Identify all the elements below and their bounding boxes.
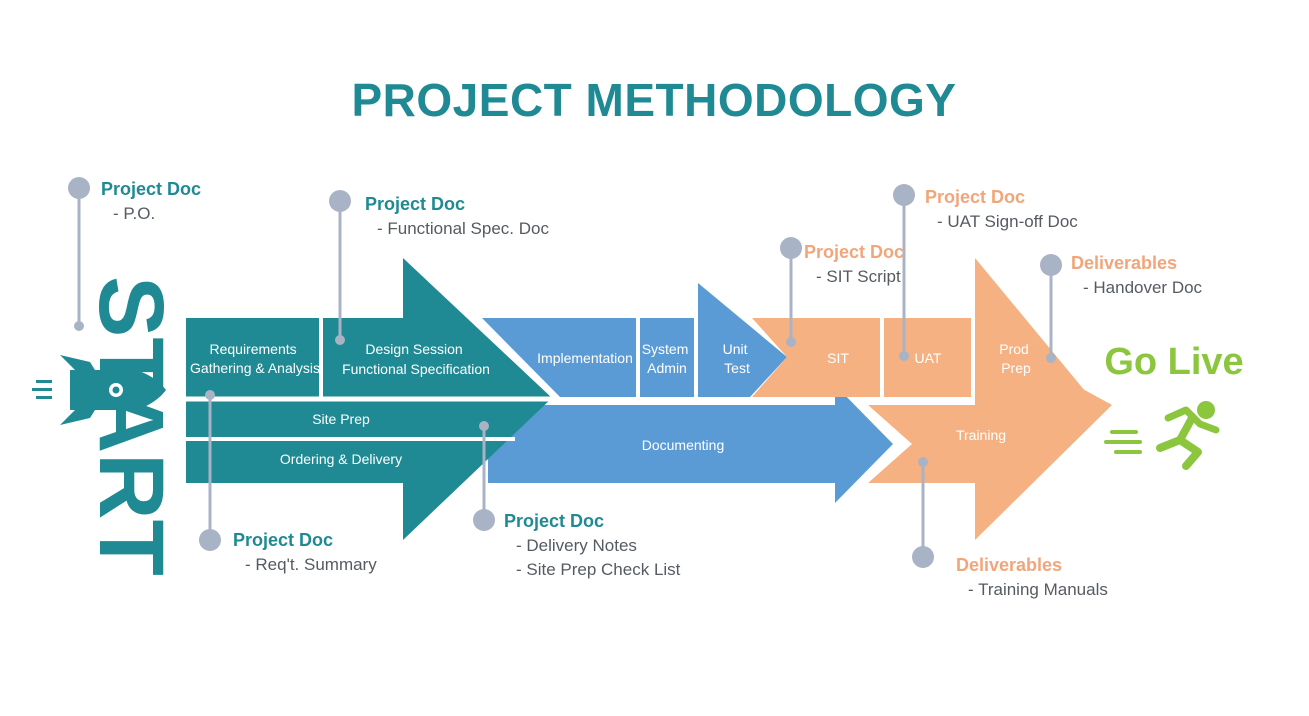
stage-training: Training — [956, 427, 1006, 443]
stage-system-admin: System Admin — [642, 341, 693, 376]
system-admin-segment — [640, 318, 694, 397]
callout-line: - Site Prep Check List — [516, 560, 681, 579]
callout-line: - Req't. Summary — [245, 555, 377, 574]
callout-heading: Project Doc — [925, 187, 1025, 207]
stage-documenting: Documenting — [642, 437, 725, 453]
stage-implementation: Implementation — [537, 350, 633, 366]
callout-line: - Delivery Notes — [516, 536, 637, 555]
callout-line: - SIT Script — [816, 267, 901, 286]
callout-heading: Project Doc — [504, 511, 604, 531]
pin-po — [68, 177, 90, 331]
callout-sit-script: Project Doc - SIT Script — [804, 242, 904, 286]
stage-site-prep: Site Prep — [312, 411, 370, 427]
stage-uat: UAT — [915, 350, 942, 366]
stage-requirements: Requirements Gathering & Analysis — [190, 341, 320, 376]
pin-delivery-notes — [473, 421, 495, 531]
sit-segment — [752, 318, 880, 397]
callout-line: - Functional Spec. Doc — [377, 219, 549, 238]
callout-line: - Training Manuals — [968, 580, 1108, 599]
prod-prep-segment — [975, 258, 1090, 397]
stage-sit: SIT — [827, 350, 849, 366]
pin-uat-signoff — [893, 184, 915, 361]
page-title: PROJECT METHODOLOGY — [352, 74, 957, 126]
callout-req-summary: Project Doc - Req't. Summary — [233, 530, 377, 574]
callout-heading: Deliverables — [1071, 253, 1177, 273]
documenting-arrow — [488, 385, 893, 503]
callout-heading: Project Doc — [365, 194, 465, 214]
pin-training-manuals — [912, 457, 934, 568]
pin-functional-spec — [329, 190, 351, 345]
pin-handover — [1040, 254, 1062, 363]
stage-unit-test: Unit Test — [723, 341, 752, 376]
start-label: START — [80, 276, 182, 576]
callout-line: - Handover Doc — [1083, 278, 1203, 297]
callout-line: - P.O. — [113, 204, 155, 223]
callout-heading: Project Doc — [233, 530, 333, 550]
stage-ordering-delivery: Ordering & Delivery — [280, 451, 402, 467]
rocket-icon — [32, 355, 166, 425]
callout-handover: Deliverables - Handover Doc — [1071, 253, 1203, 297]
callout-training-manuals: Deliverables - Training Manuals — [956, 555, 1108, 599]
go-live-label: Go Live — [1104, 341, 1243, 383]
callout-functional-spec: Project Doc - Functional Spec. Doc — [365, 194, 549, 238]
uat-segment — [884, 318, 971, 397]
callout-delivery-notes: Project Doc - Delivery Notes - Site Prep… — [504, 511, 681, 579]
running-person-icon — [1104, 401, 1220, 470]
implementation-segment — [482, 318, 636, 397]
callout-po: Project Doc - P.O. — [101, 179, 201, 223]
callout-heading: Project Doc — [804, 242, 904, 262]
unit-test-segment — [698, 283, 787, 397]
callout-heading: Project Doc — [101, 179, 201, 199]
callout-line: - UAT Sign-off Doc — [937, 212, 1078, 231]
stage-prod-prep: Prod Prep — [999, 341, 1032, 376]
callout-uat-signoff: Project Doc - UAT Sign-off Doc — [925, 187, 1078, 231]
pin-req-summary — [199, 390, 221, 551]
callout-heading: Deliverables — [956, 555, 1062, 575]
stage-design: Design Session Functional Specification — [342, 341, 490, 377]
pin-sit-script — [780, 237, 802, 347]
